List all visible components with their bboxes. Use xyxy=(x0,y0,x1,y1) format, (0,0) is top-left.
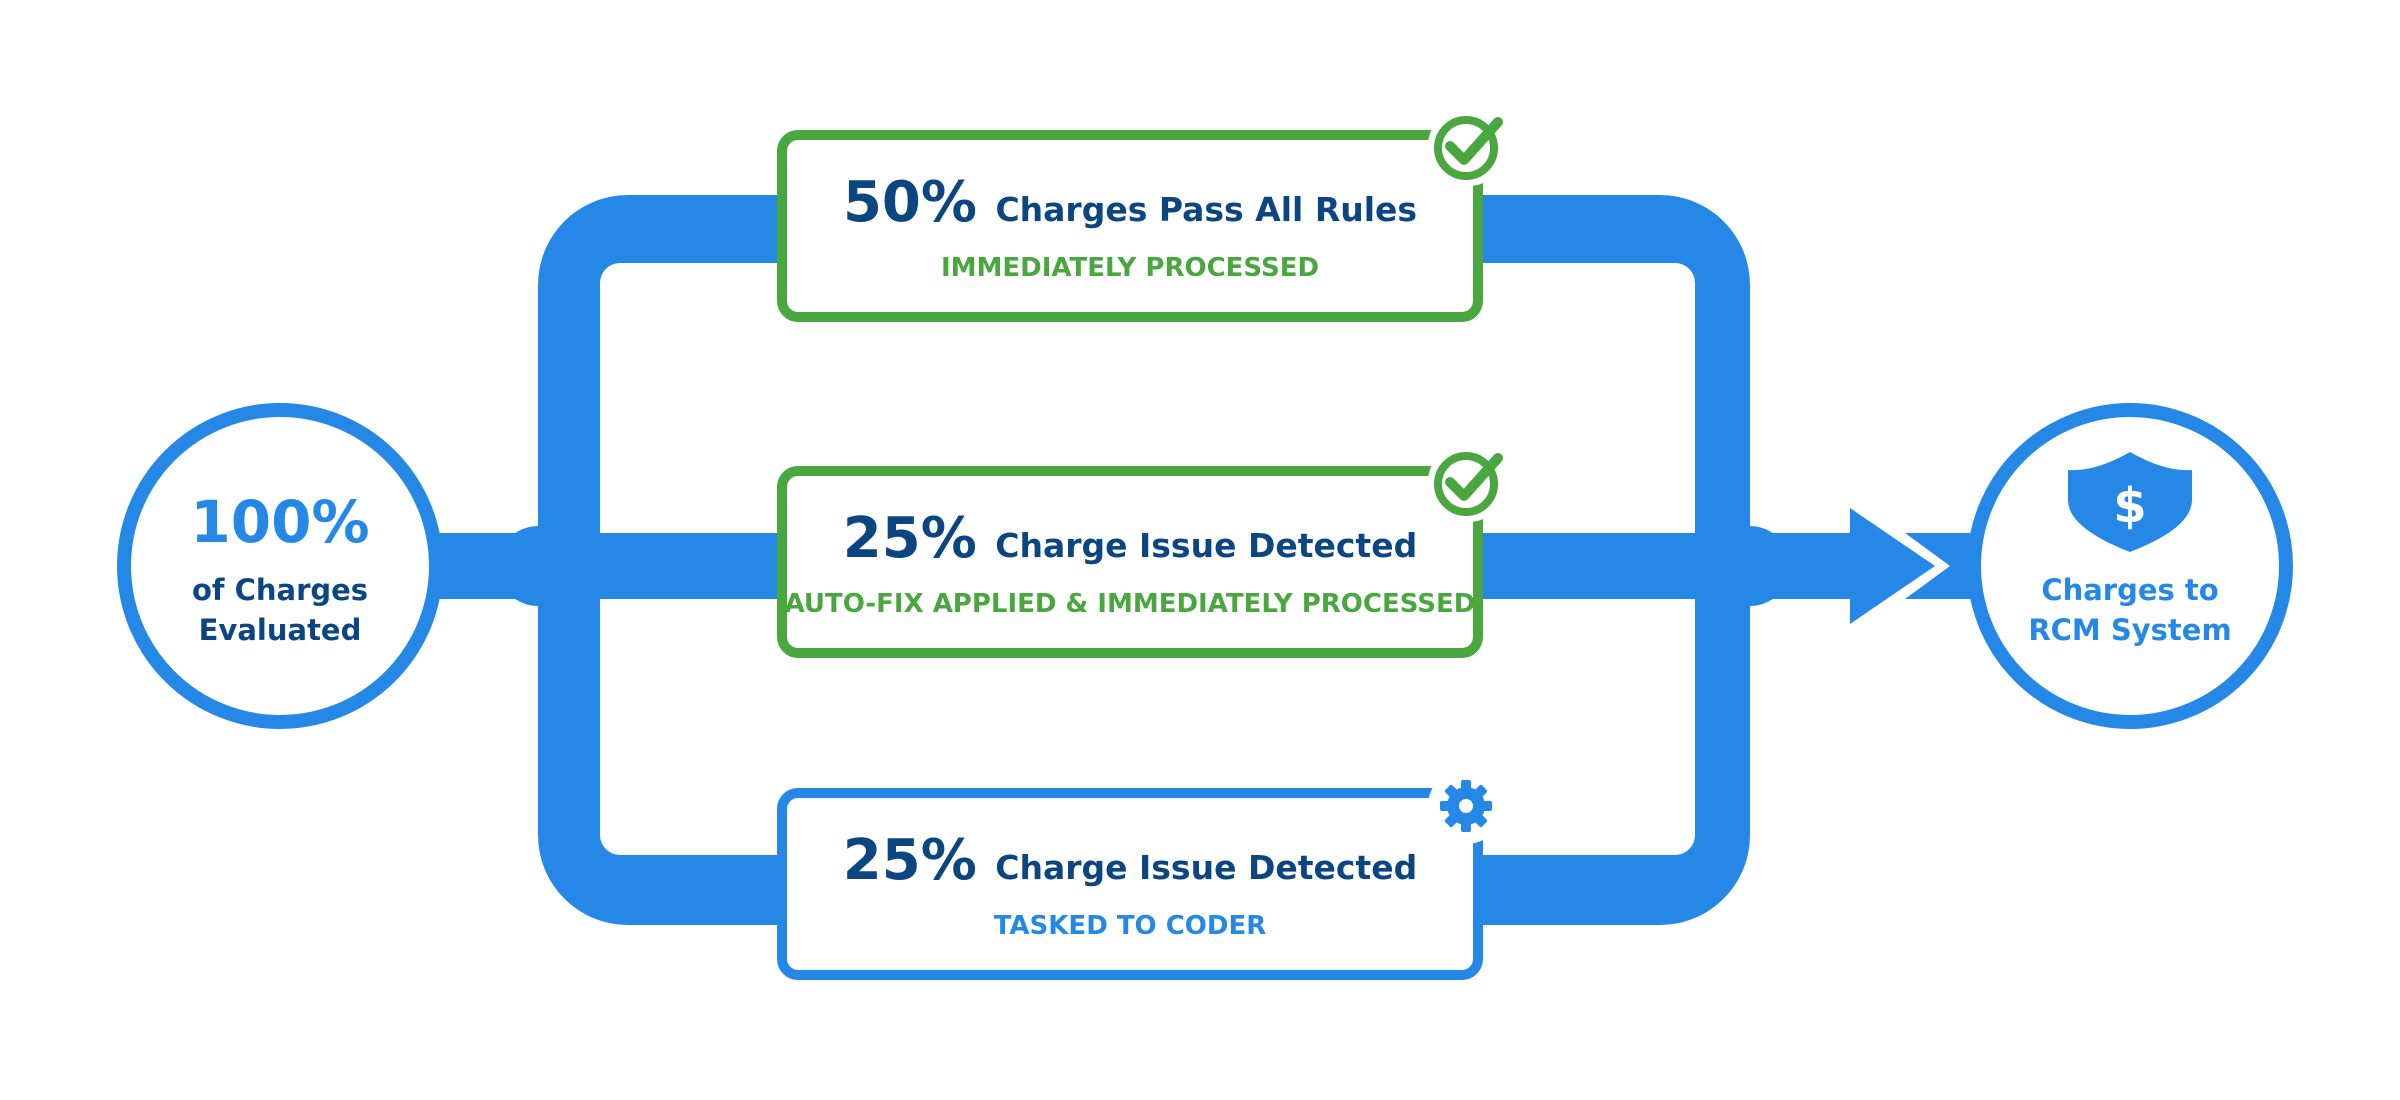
check-circle-icon xyxy=(1428,106,1508,186)
check-circle-icon xyxy=(1428,442,1508,522)
path-box-3-subtitle: TASKED TO CODER xyxy=(994,911,1267,941)
end-node-ring xyxy=(1967,403,2293,729)
path-box-1-frame xyxy=(777,130,1483,322)
path-box-1-heading: 50% Charges Pass All Rules xyxy=(843,170,1417,235)
path-box-2-subtitle: AUTO-FIX APPLIED & IMMEDIATELY PROCESSED xyxy=(785,589,1476,619)
shield-dollar-glyph: $ xyxy=(2113,478,2146,534)
path-box-2-frame xyxy=(777,466,1483,658)
end-node-line2: RCM System xyxy=(2028,613,2231,647)
shield-dollar-icon: $ xyxy=(2068,452,2192,552)
start-node: 100% of Charges Evaluated xyxy=(117,403,443,729)
end-node-line1: Charges to xyxy=(2041,573,2218,607)
path-box-1-title: Charges Pass All Rules xyxy=(995,190,1417,229)
start-node-line1: of Charges xyxy=(192,573,368,607)
end-node: $ Charges to RCM System xyxy=(1967,403,2293,729)
path-box-3-title: Charge Issue Detected xyxy=(995,848,1417,887)
path-box-3-frame xyxy=(777,788,1483,980)
output-lane xyxy=(1740,533,1860,599)
path-box-3-heading: 25% Charge Issue Detected xyxy=(843,828,1417,893)
path-box-1-percent: 50% xyxy=(843,170,977,235)
flow-arrow-head xyxy=(1850,508,1935,624)
path-box-tasked-coder: 25% Charge Issue Detected TASKED TO CODE… xyxy=(777,768,1504,980)
path-box-2-title: Charge Issue Detected xyxy=(995,526,1417,565)
path-box-3-percent: 25% xyxy=(843,828,977,893)
left-branch-frame xyxy=(538,195,780,925)
path-box-2-percent: 25% xyxy=(843,506,977,571)
path-box-auto-fix: 25% Charge Issue Detected AUTO-FIX APPLI… xyxy=(777,442,1508,658)
left-joint xyxy=(498,526,578,606)
arrow-stub xyxy=(1905,533,1975,599)
start-node-percent: 100% xyxy=(190,488,369,556)
path-box-2-heading: 25% Charge Issue Detected xyxy=(843,506,1417,571)
start-node-line2: Evaluated xyxy=(199,613,362,647)
path-box-1-subtitle: IMMEDIATELY PROCESSED xyxy=(941,253,1319,283)
gear-icon xyxy=(1428,768,1504,844)
path-box-pass-all: 50% Charges Pass All Rules IMMEDIATELY P… xyxy=(777,106,1508,322)
start-node-ring xyxy=(117,403,443,729)
